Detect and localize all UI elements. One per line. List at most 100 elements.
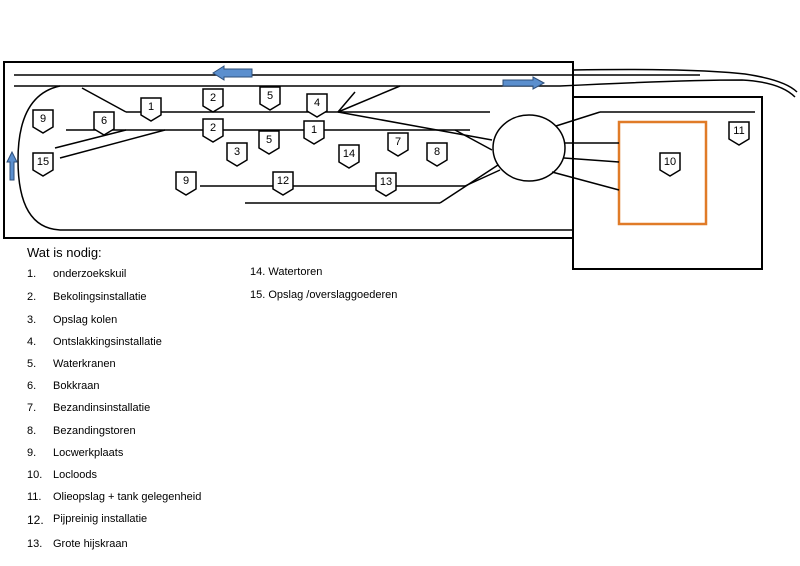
marker-shape	[202, 88, 224, 113]
marker-shape	[272, 171, 294, 196]
legend-item-number: 9.	[27, 447, 37, 459]
annex-track-1	[555, 111, 601, 127]
loop-track	[17, 85, 573, 231]
legend-item-text: onderzoekskuil	[53, 268, 127, 280]
marker-shape	[32, 109, 54, 134]
legend-item-text: Bokkraan	[53, 380, 100, 392]
marker-m12: 12	[272, 171, 294, 196]
legend-item-number: 5.	[27, 358, 37, 370]
annex-track-4	[551, 171, 620, 191]
legend-item-text: Locwerkplaats	[53, 447, 124, 459]
marker-label: 1	[311, 124, 317, 136]
legend-item-number: 3.	[27, 314, 37, 326]
legend-item-number: 1.	[27, 268, 37, 280]
marker-m7: 7	[387, 132, 409, 157]
marker-shape	[338, 144, 360, 169]
marker-m6: 6	[93, 111, 115, 136]
marker-shape	[303, 120, 325, 145]
marker-shape	[32, 152, 54, 177]
track-h	[337, 111, 493, 141]
marker-label: 9	[40, 113, 46, 125]
marker-label: 7	[395, 136, 401, 148]
marker-label: 9	[183, 175, 189, 187]
marker-m9b: 9	[175, 171, 197, 196]
legend-title: Wat is nodig:	[27, 245, 102, 260]
track-a	[81, 87, 127, 113]
legend-item-text: Bezandinsinstallatie	[53, 402, 151, 414]
arrow-right-icon	[502, 76, 546, 90]
marker-label: 13	[380, 176, 392, 188]
marker-shape	[226, 142, 248, 167]
marker-m2b: 2	[202, 118, 224, 143]
marker-shape	[258, 130, 280, 155]
marker-label: 3	[234, 146, 240, 158]
marker-m9a: 9	[32, 109, 54, 134]
legend-item-text: Locloods	[53, 469, 98, 481]
legend-item-text: Grote hijskraan	[53, 538, 128, 550]
marker-m5b: 5	[258, 130, 280, 155]
legend-item-number: 11.	[27, 491, 42, 503]
turntable	[492, 114, 566, 182]
marker-m3: 3	[226, 142, 248, 167]
marker-shape	[728, 121, 750, 146]
main-track-curve	[14, 79, 796, 98]
marker-shape	[659, 152, 681, 177]
marker-label: 12	[277, 175, 289, 187]
marker-label: 10	[664, 156, 676, 168]
marker-m13: 13	[375, 172, 397, 197]
track-d	[54, 129, 127, 149]
marker-shape	[93, 111, 115, 136]
marker-shape	[202, 118, 224, 143]
marker-shape	[387, 132, 409, 157]
marker-shape	[306, 93, 328, 118]
legend-item-number: 10.	[27, 469, 43, 481]
marker-shape	[375, 172, 397, 197]
legend-item-number: 6.	[27, 380, 37, 392]
legend-item-text: Waterkranen	[53, 358, 116, 370]
legend-item-number: 8.	[27, 425, 37, 437]
legend-item-number: 7.	[27, 402, 37, 414]
legend-item-text: Pijpreinig installatie	[53, 513, 148, 525]
marker-label: 8	[434, 146, 440, 158]
marker-m5a: 5	[259, 86, 281, 111]
track-e	[59, 129, 166, 159]
legend-item-text: Olieopslag + tank gelegenheid	[53, 491, 202, 503]
legend-item-text: Opslag kolen	[53, 314, 118, 326]
annex-track-3	[563, 157, 620, 163]
track-i	[454, 129, 493, 151]
track-f	[337, 85, 401, 113]
marker-label: 4	[314, 97, 320, 109]
marker-m14: 14	[338, 144, 360, 169]
legend-extra-item: 14. Watertoren	[250, 266, 323, 278]
marker-m1b: 1	[303, 120, 325, 145]
marker-m1a: 1	[140, 97, 162, 122]
annex-frame	[572, 96, 763, 270]
marker-label: 5	[266, 134, 272, 146]
marker-shape	[426, 142, 448, 167]
legend-item-text: Bezandingstoren	[53, 425, 136, 437]
marker-m2a: 2	[202, 88, 224, 113]
track-g	[337, 91, 356, 113]
legend-extra-item: 15. Opslag /overslaggoederen	[250, 289, 398, 301]
marker-label: 2	[210, 122, 216, 134]
marker-label: 2	[210, 92, 216, 104]
locloods-box	[617, 120, 708, 226]
marker-m11: 11	[728, 121, 750, 146]
arrow-up-icon	[6, 150, 18, 181]
track-m	[464, 169, 501, 187]
marker-m10: 10	[659, 152, 681, 177]
legend-item-text: Bekolingsinstallatie	[53, 291, 147, 303]
marker-label: 14	[343, 148, 355, 160]
marker-shape	[259, 86, 281, 111]
legend-item-number: 2.	[27, 291, 37, 303]
legend-item-number: 12.	[27, 513, 44, 527]
marker-label: 11	[733, 125, 744, 137]
marker-label: 5	[267, 90, 273, 102]
marker-m4: 4	[306, 93, 328, 118]
main-track-curve-outer	[572, 68, 798, 93]
marker-label: 6	[101, 115, 107, 127]
marker-label: 1	[148, 101, 154, 113]
legend-item-number: 13.	[27, 538, 43, 550]
marker-label: 15	[37, 156, 49, 168]
